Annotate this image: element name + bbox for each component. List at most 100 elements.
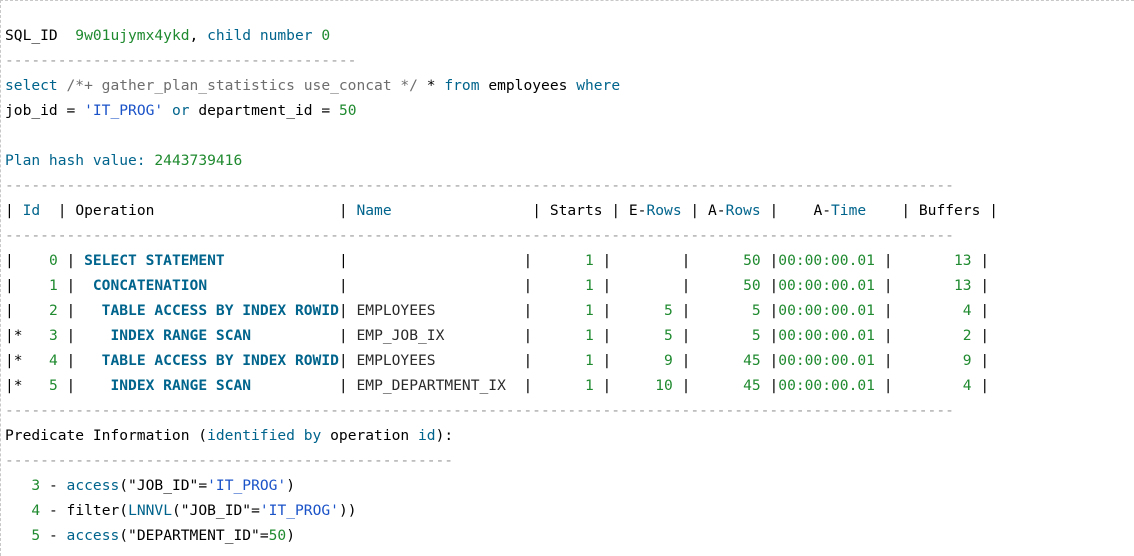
predicate-item-3: 3 - access("JOB_ID"='IT_PROG') — [5, 473, 295, 498]
plan-row-4: |* 4 | TABLE ACCESS BY INDEX ROWID| EMPL… — [5, 352, 990, 369]
row-a-rows: 50 — [699, 277, 761, 294]
row-a-time: 00:00:00.01 — [778, 327, 875, 344]
predicate-value: 50 — [268, 527, 287, 544]
row-starts: 1 — [541, 377, 594, 394]
predicate-item-5: 5 - access("DEPARTMENT_ID"=50) — [5, 523, 295, 548]
predicate-dash: - — [48, 527, 58, 544]
equals-sign: = — [66, 102, 76, 119]
predicate-title-text: operation — [330, 427, 410, 444]
row-e-rows — [620, 277, 673, 294]
row-buffers: 4 — [901, 302, 972, 319]
predicate-expr: ("DEPARTMENT_ID"= — [119, 527, 269, 544]
row-a-rows: 45 — [699, 352, 761, 369]
predicate-value: 'IT_PROG' — [207, 477, 287, 494]
predicate-dash: - — [48, 502, 58, 519]
row-operation: CONCATENATION — [84, 277, 208, 294]
row-buffers: 4 — [901, 377, 972, 394]
row-flag — [14, 252, 23, 269]
separator-short: ---------------------------------------- — [5, 52, 357, 69]
column-department-id: department_id — [198, 102, 313, 119]
row-a-time: 00:00:00.01 — [778, 252, 875, 269]
row-a-time: 00:00:00.01 — [778, 277, 875, 294]
predicate-paren: ( — [119, 502, 129, 519]
predicate-separator: ----------------------------------------… — [5, 452, 454, 469]
plan-row-2: | 2 | TABLE ACCESS BY INDEX ROWID| EMPLO… — [5, 302, 990, 319]
row-e-rows: 10 — [620, 377, 673, 394]
col-header-starts: Starts — [549, 202, 603, 219]
query-line-2: job_id = 'IT_PROG' or department_id = 50 — [5, 98, 357, 123]
table-border-header: ----------------------------------------… — [5, 227, 954, 244]
predicate-title-text: ): — [435, 427, 454, 444]
predicate-close: )) — [338, 502, 357, 519]
predicate-number: 5 — [31, 527, 41, 544]
keyword-or: or — [171, 102, 190, 119]
row-name: EMPLOYEES — [356, 352, 436, 369]
table-name: employees — [488, 77, 568, 94]
row-id: 2 — [48, 302, 58, 319]
col-header-id: Id — [22, 202, 41, 219]
col-header-a-rows: A- — [707, 202, 726, 219]
child-number-value: 0 — [321, 27, 331, 44]
child-number-label: child number — [207, 27, 313, 44]
row-id: 4 — [48, 352, 58, 369]
row-flag — [14, 302, 23, 319]
row-name: EMP_DEPARTMENT_IX — [356, 377, 506, 394]
predicate-title: Predicate Information (identified by ope… — [5, 423, 453, 448]
query-line-1: select /*+ gather_plan_statistics use_co… — [5, 73, 620, 98]
equals-sign: = — [321, 102, 331, 119]
predicate-close: ) — [286, 477, 296, 494]
row-e-rows: 5 — [620, 327, 673, 344]
col-header-buffers: Buffers — [918, 202, 981, 219]
plan-row-1: | 1 | CONCATENATION | | 1 | | 50 |00:00:… — [5, 277, 990, 294]
row-a-time: 00:00:00.01 — [778, 302, 875, 319]
row-operation: TABLE ACCESS BY INDEX ROWID — [84, 352, 339, 369]
row-starts: 1 — [541, 352, 594, 369]
predicate-number: 4 — [31, 502, 41, 519]
predicate-value: 'IT_PROG' — [259, 502, 339, 519]
predicate-close: ) — [286, 527, 296, 544]
plan-hash-value: 2443739416 — [154, 152, 243, 169]
row-starts: 1 — [541, 302, 594, 319]
hint-comment: /*+ gather_plan_statistics use_concat */ — [66, 77, 418, 94]
sqlid-label: SQL_ID — [5, 27, 58, 44]
predicate-item-4: 4 - filter(LNNVL("JOB_ID"='IT_PROG')) — [5, 498, 357, 523]
row-operation: INDEX RANGE SCAN — [84, 327, 252, 344]
row-id: 5 — [48, 377, 58, 394]
col-header-e-rows: E- — [628, 202, 647, 219]
row-flag — [14, 277, 23, 294]
predicate-function-lnnvl: LNNVL — [128, 502, 172, 519]
col-header-e-rows-suffix: Rows — [646, 202, 682, 219]
predicate-dash: - — [48, 477, 58, 494]
sqlid-value: 9w01ujymx4ykd — [75, 27, 190, 44]
predicate-title-keyword: identified by — [207, 427, 322, 444]
value-it-prog: 'IT_PROG' — [84, 102, 164, 119]
row-e-rows: 9 — [620, 352, 673, 369]
row-flag: * — [13, 377, 23, 394]
row-starts: 1 — [541, 277, 594, 294]
predicate-title-text: Predicate Information ( — [5, 427, 208, 444]
row-a-rows: 45 — [699, 377, 761, 394]
row-id: 1 — [48, 277, 58, 294]
predicate-function: filter — [66, 502, 120, 519]
col-header-a-time: A- — [813, 202, 832, 219]
col-header-name: Name — [356, 202, 392, 219]
row-buffers: 13 — [901, 277, 972, 294]
row-id: 3 — [48, 327, 58, 344]
dash-line: ----------------------------------------… — [5, 177, 954, 194]
column-job-id: job_id — [5, 102, 58, 119]
plan-hash-line: Plan hash value: 2443739416 — [5, 148, 242, 173]
row-a-time: 00:00:00.01 — [778, 352, 875, 369]
plan-hash-label: Plan hash value: — [5, 152, 146, 169]
predicate-number: 3 — [31, 477, 41, 494]
col-header-a-rows-suffix: Rows — [725, 202, 761, 219]
col-header-operation: Operation — [75, 202, 155, 219]
row-id: 0 — [48, 252, 58, 269]
row-a-rows: 5 — [699, 302, 761, 319]
plan-row-5: |* 5 | INDEX RANGE SCAN | EMP_DEPARTMENT… — [5, 377, 990, 394]
row-flag: * — [13, 352, 23, 369]
row-name: EMP_JOB_IX — [356, 327, 445, 344]
keyword-from: from — [444, 77, 480, 94]
row-starts: 1 — [541, 327, 594, 344]
keyword-select: select — [5, 77, 58, 94]
keyword-where: where — [576, 77, 621, 94]
